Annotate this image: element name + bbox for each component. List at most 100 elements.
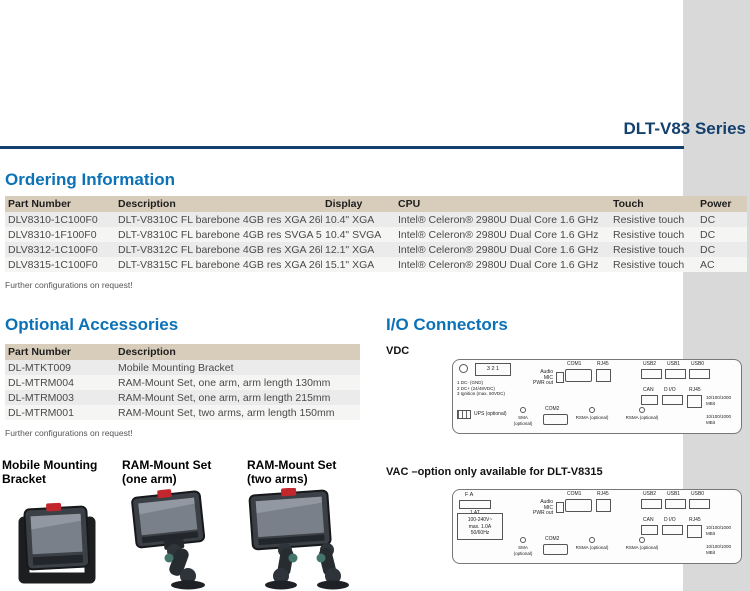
cell-part-number: DL-MTKT009 [8,361,72,374]
com1-port [565,369,592,382]
cell-power: AC [700,258,715,271]
pwr-label: PWR out [532,380,553,386]
ram-mount-two-arms-svg [248,487,349,590]
io-section-title: I/O Connectors [386,315,508,334]
table-row: DL-MTKT009 Mobile Mounting Bracket [5,360,360,375]
usb1-label: USB1 [667,491,681,497]
cell-power: DC [700,213,716,226]
mbit-label-2: 10/100/1000 MBit [706,414,732,425]
rj45b-port [687,395,702,408]
can-label: CAN [643,387,654,393]
cell-touch: Resistive touch [613,258,685,271]
voltage-line: max. 1.0A [468,523,492,530]
product-label-line: Bracket [2,471,47,486]
dio-label: D I/O [664,517,676,523]
audio-labels: Audio MIC PWR out [531,499,553,517]
vdc-diagram: 3 2 1 1 DC- (GND) 2 DC+ (24/48VDC) 3 Ign… [452,359,742,434]
can-port [641,525,658,535]
ram-mount-one-arm-svg [131,489,206,590]
mobile-bracket-svg [18,502,96,584]
product-label-line: RAM-Mount Set [122,458,212,472]
table-row: DL-MTRM003 RAM-Mount Set, one arm, arm l… [5,390,360,405]
col-header: CPU [395,196,610,212]
com1-label: COM1 [567,491,582,497]
product-label-line: RAM-Mount Set [247,458,337,472]
cell-display: 15.1" XGA [325,258,375,271]
table-row: DLV8310-1F100F0 DLT-V8310C FL barebone 4… [5,227,747,242]
cell-part-number: DL-MTRM004 [8,376,74,389]
dio-port [662,395,683,405]
audio-label: Audio [540,369,553,375]
cell-cpu: Intel® Celeron® 2980U Dual Core 1.6 GHz [398,228,599,241]
rj45b-label: RJ45 [689,517,701,523]
com2-label: COM2 [545,406,560,412]
rsma1-label: RSMA (optional) [575,415,609,420]
usb2-label: USB2 [643,491,657,497]
fuse-box: 1 AT [459,500,491,516]
voltage-box: 100-240V~ max. 1.0A 50/60Hz [457,513,503,540]
com2-label: COM2 [545,536,560,542]
legend-line: 1 DC- (GND) [457,380,483,385]
col-header: Touch [610,196,697,212]
table-row: DLV8315-1C100F0 DLT-V8315C FL barebone 4… [5,257,747,272]
legend-line: 2 DC+ (24/48VDC) [457,385,495,391]
cell-display: 10.4" SVGA [325,228,382,241]
usb1-port [665,499,686,509]
col-header: Description [115,196,322,212]
mbit-label-1: 10/100/1000 MBit [706,395,732,406]
cell-display: 12.1" XGA [325,243,375,256]
sma-label: SMA (optional) [513,545,533,556]
rsma1-icon [589,537,595,543]
col-header: Display [322,196,395,212]
rj45b-label: RJ45 [689,387,701,393]
cell-part-number: DLV8315-1C100F0 [8,258,98,271]
cell-part-number: DLV8312-1C100F0 [8,243,98,256]
mbit-label-1: 10/100/1000 MBit [706,525,732,536]
power-connector-icon [459,364,468,373]
cell-description: DLT-V8315C FL barebone 4GB res XGA 26key [118,258,322,271]
usb0-label: USB0 [691,361,705,367]
ordering-note: Further configurations on request! [5,280,133,290]
com1-port [565,499,592,512]
mic-label: MIC [543,374,553,381]
voltage-line: 50/60Hz [470,530,490,536]
dio-label: D I/O [664,387,676,393]
rj45-port [596,499,611,512]
cell-display: 10.4" XGA [325,213,375,226]
rsma1-label: RSMA (optional) [575,545,609,550]
product-label-line: (one arm) [122,471,177,486]
audio-jack [556,502,564,513]
table-row: DLV8312-1C100F0 DLT-V8312C FL barebone 4… [5,242,747,257]
usb1-port [665,369,686,379]
product-label-line: (two arms) [247,471,308,486]
cell-description: RAM-Mount Set, two arms, arm length 150m… [118,406,335,419]
col-header: Part Number [5,344,115,360]
rj45b-port [687,525,702,538]
usb0-port [689,499,710,509]
vdc-label: VDC [386,345,410,357]
ordering-header-row: Part Number Description Display CPU Touc… [5,196,747,212]
audio-jack [556,372,564,383]
sma-icon [520,537,526,543]
cell-cpu: Intel® Celeron® 2980U Dual Core 1.6 GHz [398,258,599,271]
vac-label: VAC –option only available for DLT-V8315 [386,466,603,478]
vac-diagram: F A 1 AT 100-240V~ max. 1.0A 50/60Hz Aud… [452,489,742,564]
mbit-label-2: 10/100/1000 MBit [706,544,732,555]
dio-port [662,525,683,535]
accessories-header-row: Part Number Description [5,344,360,360]
rsma2-label: RSMA (optional) [625,545,659,550]
com2-port [543,544,568,555]
product-label-line: Mobile Mounting [2,458,98,472]
col-header: Power [697,196,747,212]
cell-description: RAM-Mount Set, one arm, arm length 130mm [118,376,331,389]
ups-label: UPS (optional) [474,411,507,417]
cell-power: DC [700,243,716,256]
product-label-bracket: Mobile Mounting Bracket [2,458,98,486]
can-label: CAN [643,517,654,523]
accessories-note: Further configurations on request! [5,428,133,438]
series-title: DLT-V83 Series [623,119,746,138]
sma-icon [520,407,526,413]
com1-label: COM1 [567,361,582,367]
cell-description: DLT-V8310C FL barebone 4GB res XGA 26key [118,213,322,226]
